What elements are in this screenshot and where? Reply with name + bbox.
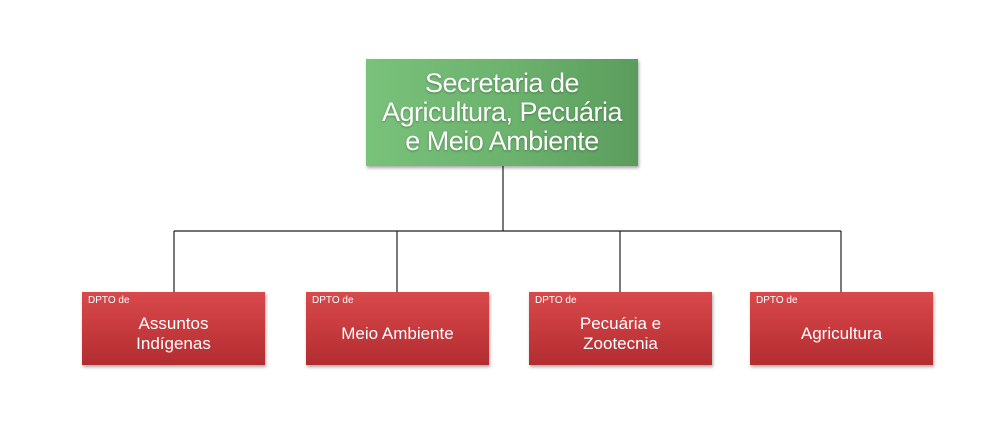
department-name: Pecuária e Zootecnia [579, 313, 662, 353]
department-name: Assuntos Indígenas [136, 313, 211, 353]
department-node-agricultura: DPTO de Agricultura [750, 292, 933, 365]
department-node-assuntos-indigenas: DPTO de Assuntos Indígenas [82, 292, 265, 365]
department-prefix: DPTO de [535, 295, 577, 306]
department-prefix: DPTO de [756, 295, 798, 306]
secretariat-node: Secretaria de Agricultura, Pecuária e Me… [366, 59, 638, 166]
secretariat-title: Secretaria de Agricultura, Pecuária e Me… [381, 68, 623, 156]
department-name: Meio Ambiente [341, 323, 454, 343]
department-prefix: DPTO de [312, 295, 354, 306]
department-node-meio-ambiente: DPTO de Meio Ambiente [306, 292, 489, 365]
department-node-pecuaria-zootecnia: DPTO de Pecuária e Zootecnia [529, 292, 712, 365]
department-prefix: DPTO de [88, 295, 130, 306]
department-name: Agricultura [800, 323, 883, 343]
